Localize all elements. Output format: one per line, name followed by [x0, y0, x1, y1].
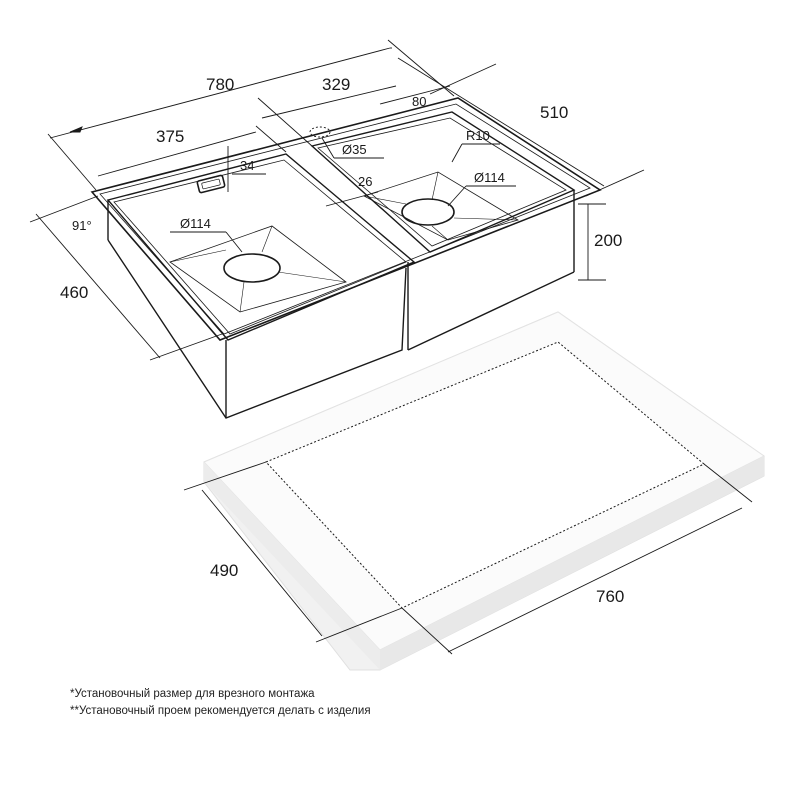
dim-bowl-depth: 200 [594, 231, 622, 250]
countertop [203, 311, 765, 671]
dim-radius: R10 [466, 128, 490, 143]
dim-right-bowl-width: 329 [322, 75, 350, 94]
tap-hole [309, 126, 331, 138]
footnotes: *Установочный размер для врезного монтаж… [70, 686, 371, 720]
footnote-2: **Установочный проем рекомендуется делат… [70, 705, 371, 717]
right-drain [401, 198, 455, 226]
dim-height: 460 [60, 283, 88, 302]
dim-overall-length: 780 [206, 75, 234, 94]
dim-cutout-depth: 490 [210, 561, 238, 580]
left-drain [223, 253, 281, 283]
dim-left-bowl-width: 375 [156, 127, 184, 146]
dim-depth-total: 510 [540, 103, 568, 122]
dim-drain-right: Ø114 [474, 170, 505, 185]
right-bowl [310, 111, 576, 351]
dim-offset-80: 80 [412, 94, 426, 109]
dim-hole-35: Ø35 [342, 142, 367, 157]
overflow-slot [196, 174, 226, 194]
dim-drain-left: Ø114 [180, 216, 211, 231]
dim-cutout-length: 760 [596, 587, 624, 606]
dimension-lines [29, 39, 645, 361]
dim-overflow-34: 34 [240, 158, 254, 173]
dim-gap-26: 26 [358, 174, 372, 189]
footnote-1: *Установочный размер для врезного монтаж… [70, 688, 315, 700]
left-bowl [106, 153, 416, 419]
cutout-dimension-lines [183, 461, 753, 655]
dim-angle: 91° [72, 218, 92, 233]
